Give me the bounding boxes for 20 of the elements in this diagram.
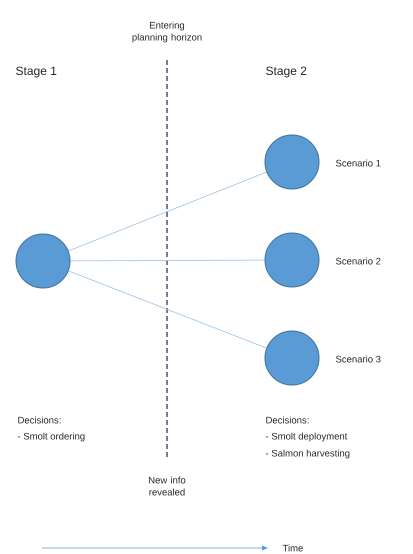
circle-node [16,234,70,288]
decision-text: - Smolt ordering [18,432,84,442]
decision-text: Decisions: [18,416,60,424]
decision-text: Decisions: [266,416,308,424]
connector-line [70,260,265,262]
circle-node [264,134,320,190]
annotation: New info revealed [149,476,186,496]
scenario-label: Scenario 1 [336,160,380,166]
circle-node [264,232,320,288]
connector-line [68,172,267,252]
circle-node [264,330,320,386]
stage-heading: Stage 2 [266,66,306,78]
stage-heading: Stage 1 [16,66,56,78]
axis-label: Time [282,544,303,552]
scenario-label: Scenario 3 [336,356,381,362]
scenario-label: Scenario 2 [336,258,380,264]
connector-line [68,270,267,348]
annotation: Entering planning horizon [132,22,202,42]
decision-text: - Salmon harvesting [266,450,350,458]
decision-text: - Smolt deployment [266,432,348,442]
